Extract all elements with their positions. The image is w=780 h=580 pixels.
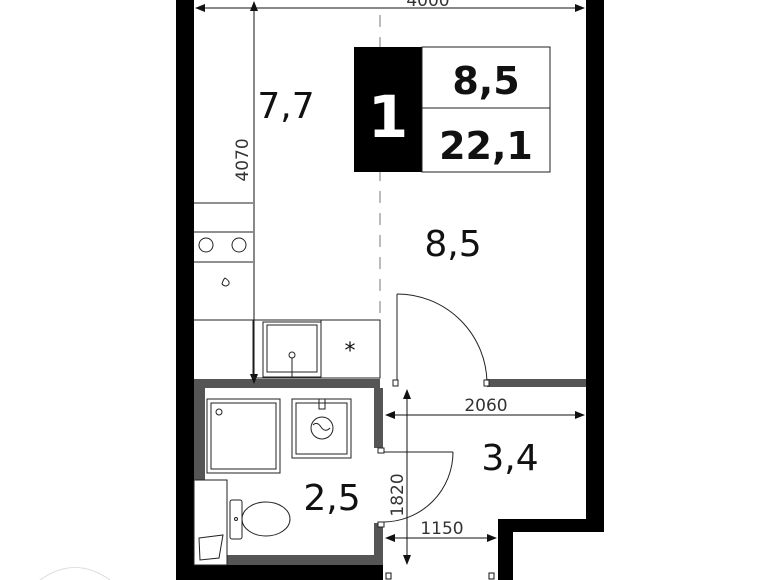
fridge-icon: * — [345, 339, 356, 364]
bathroom-fixtures — [193, 398, 352, 566]
dimension-hall-length-label: 1820 — [388, 473, 408, 516]
dimension-hall-width-label: 2060 — [464, 396, 507, 416]
rooms-count: 1 — [368, 83, 408, 151]
stove-burner-icon — [198, 237, 214, 253]
bathroom-door[interactable] — [377, 447, 454, 528]
bathroom-area: 2,5 — [303, 478, 360, 519]
dimension-width-label: 4000 — [406, 0, 449, 11]
shower-icon — [206, 398, 281, 474]
toilet-bowl-icon — [241, 501, 291, 537]
stove-burner-icon — [231, 237, 247, 253]
total-area-summary: 22,1 — [439, 124, 533, 168]
living-area-label: 8,5 — [424, 224, 481, 265]
summary-box: 1 8,5 22,1 — [354, 46, 551, 173]
floor-drain-icon — [198, 534, 224, 561]
living-door[interactable] — [392, 293, 490, 387]
kitchen-counter — [194, 202, 381, 379]
dimension-entry: 1150 — [385, 519, 497, 542]
kitchen-area: 7,7 — [257, 86, 314, 127]
dimension-kitchen: 4070 — [233, 1, 258, 384]
hall-area: 3,4 — [481, 438, 538, 479]
entry-jambs — [385, 572, 495, 580]
dimension-kitchen-label: 4070 — [233, 138, 253, 181]
living-area-summary: 8,5 — [452, 59, 519, 103]
exterior-walls — [176, 0, 604, 580]
partitions — [194, 379, 586, 565]
dimension-entry-label: 1150 — [420, 519, 463, 539]
toilet-tank-icon — [229, 499, 243, 540]
dimension-width: 4000 — [195, 0, 585, 12]
water-drop-icon — [221, 277, 230, 287]
logo-watermark — [39, 567, 111, 580]
washing-machine-icon — [291, 398, 352, 459]
dimension-hall-width: 2060 — [385, 396, 585, 419]
